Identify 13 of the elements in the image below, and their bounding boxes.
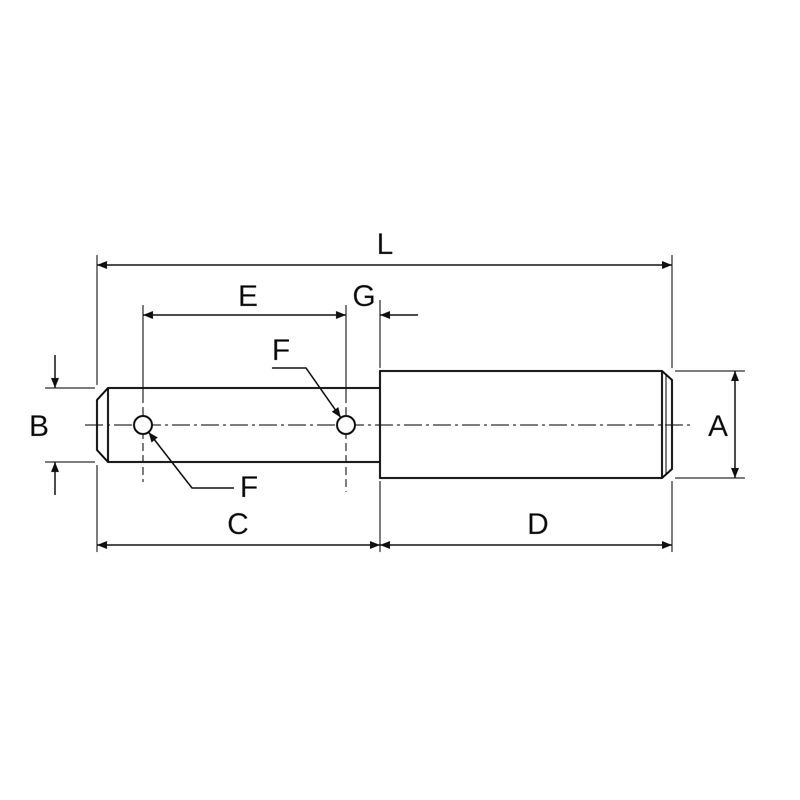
dimension-label: C — [226, 508, 250, 542]
callout-letter: F — [234, 471, 264, 505]
leader-line — [148, 432, 234, 489]
dimension-label: L — [376, 228, 394, 262]
dimension-label: G — [351, 280, 377, 314]
pin-hole — [133, 415, 153, 435]
dimension-label: D — [526, 508, 550, 542]
leader-line — [271, 367, 342, 418]
callout-letter: F — [266, 334, 296, 368]
pin-hole — [336, 415, 356, 435]
dimension-label: B — [28, 410, 50, 444]
dimension-label: A — [706, 410, 729, 444]
dimension-label: E — [236, 280, 259, 314]
